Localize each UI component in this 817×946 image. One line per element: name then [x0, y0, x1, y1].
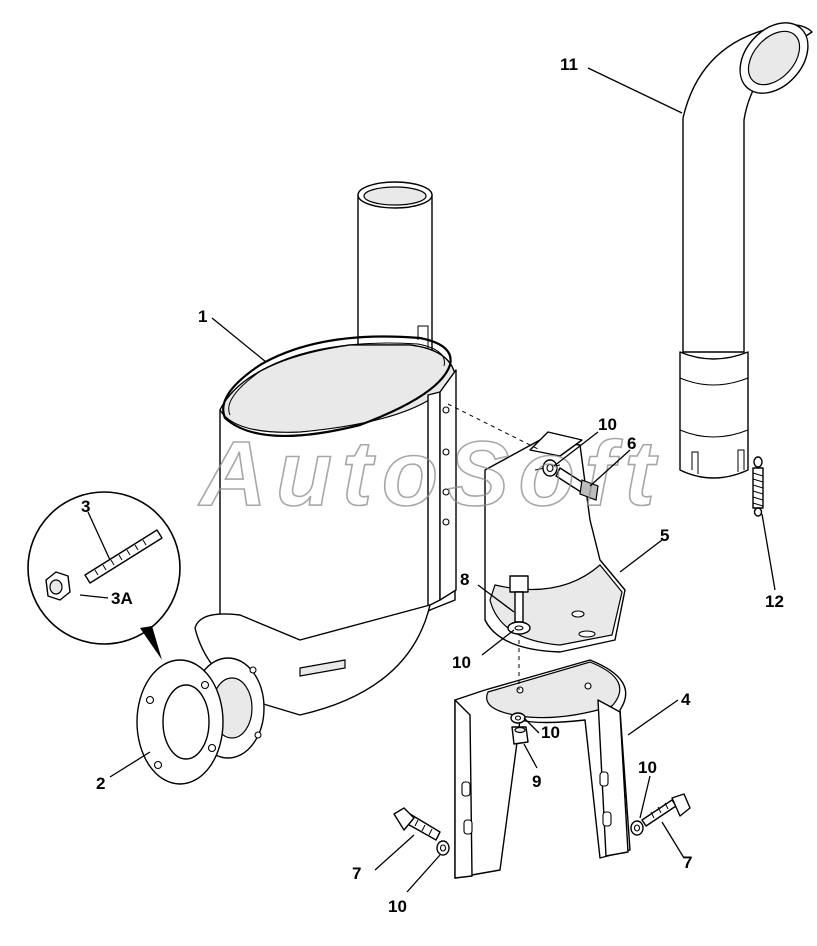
callout-11: 11: [560, 55, 578, 74]
callout-12: 12: [765, 592, 784, 611]
callout-10-bottom: 10: [388, 897, 407, 916]
tail-pipe: [679, 22, 813, 479]
callout-10-mid-left: 10: [452, 653, 471, 672]
detail-inset: [27, 491, 181, 660]
callout-8: 8: [460, 570, 469, 589]
callout-5: 5: [660, 526, 669, 545]
leader-lines: [79, 67, 776, 893]
callout-9: 9: [532, 772, 541, 791]
callout-2: 2: [96, 774, 105, 793]
callout-10-mid: 10: [541, 723, 560, 742]
callout-7-right: 7: [683, 853, 692, 872]
muffler: [191, 181, 457, 759]
callout-4: 4: [681, 690, 691, 709]
callout-7-left: 7: [352, 864, 361, 883]
lower-bracket: [454, 659, 631, 879]
callout-10-upper: 10: [598, 415, 617, 434]
callout-10-right: 10: [638, 758, 657, 777]
assembly-dashed-lines: [447, 403, 541, 690]
hardware: [393, 459, 691, 856]
callout-labels: 1 2 3 3A 4 5 6 7 7 8 9 10 10 10 10 10 11…: [81, 55, 784, 916]
callout-1: 1: [198, 307, 207, 326]
flange-gasket: [136, 659, 224, 785]
callout-3a: 3A: [111, 589, 133, 608]
spring-clamp: [752, 456, 764, 517]
callout-3: 3: [81, 497, 90, 516]
callout-6: 6: [627, 434, 636, 453]
